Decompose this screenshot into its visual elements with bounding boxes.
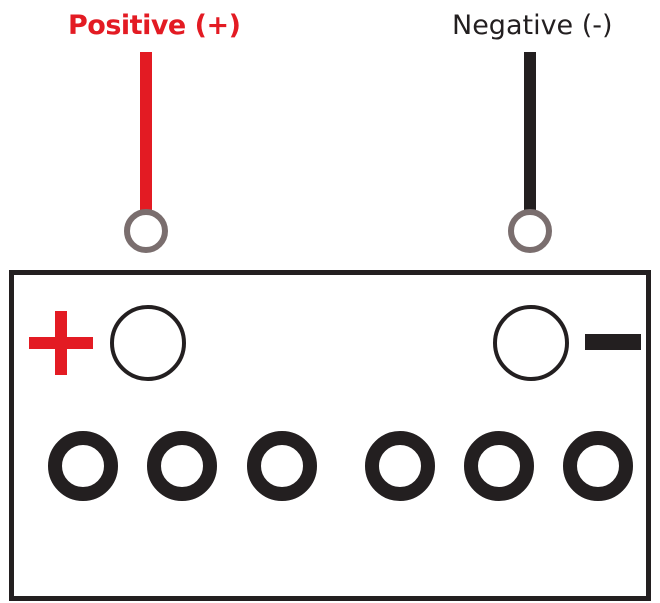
- cell-cap-4: [365, 431, 435, 501]
- cell-cap-6: [563, 431, 633, 501]
- cell-cap-3: [247, 431, 317, 501]
- positive-terminal: [110, 305, 186, 381]
- positive-label: Positive (+): [68, 10, 241, 41]
- positive-connector-ring: [124, 209, 168, 253]
- cell-cap-1: [48, 431, 118, 501]
- plus-sign-icon: [29, 311, 93, 375]
- negative-label: Negative (-): [452, 10, 613, 41]
- cell-cap-5: [464, 431, 534, 501]
- cell-cap-2: [147, 431, 217, 501]
- negative-terminal: [493, 305, 569, 381]
- minus-sign-icon: [585, 334, 641, 350]
- negative-connector-ring: [508, 209, 552, 253]
